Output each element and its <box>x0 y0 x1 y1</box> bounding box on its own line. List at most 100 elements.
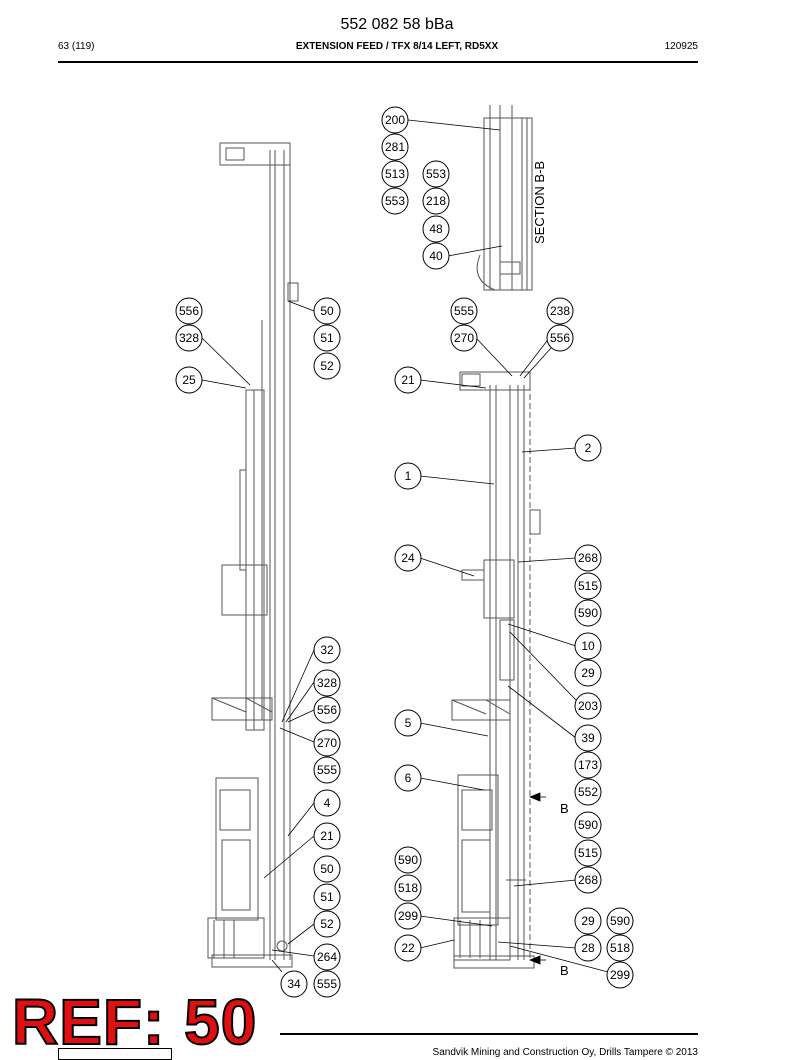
svg-text:1: 1 <box>405 469 412 483</box>
svg-text:5: 5 <box>405 716 412 730</box>
svg-text:555: 555 <box>317 977 337 991</box>
svg-text:553: 553 <box>385 194 405 208</box>
svg-text:518: 518 <box>610 941 630 955</box>
callout-6: 6 <box>394 764 422 792</box>
callout-556: 556 <box>175 297 203 325</box>
svg-text:270: 270 <box>317 736 337 750</box>
callout-299: 299 <box>394 902 422 930</box>
callout-281: 281 <box>381 133 409 161</box>
svg-text:32: 32 <box>320 643 334 657</box>
callout-268: 268 <box>574 544 602 572</box>
svg-text:51: 51 <box>320 890 334 904</box>
svg-text:553: 553 <box>426 167 446 181</box>
svg-text:299: 299 <box>398 909 418 923</box>
svg-text:268: 268 <box>578 551 598 565</box>
callout-270: 270 <box>450 324 478 352</box>
svg-text:29: 29 <box>581 914 595 928</box>
callout-555: 555 <box>450 297 478 325</box>
svg-text:555: 555 <box>317 763 337 777</box>
callout-590: 590 <box>606 907 634 935</box>
svg-text:518: 518 <box>398 881 418 895</box>
svg-text:590: 590 <box>578 606 598 620</box>
svg-text:270: 270 <box>454 331 474 345</box>
callout-22: 22 <box>394 934 422 962</box>
callout-552: 552 <box>574 778 602 806</box>
section-marker-upper: B <box>560 801 569 816</box>
svg-text:281: 281 <box>385 140 405 154</box>
callout-52: 52 <box>313 910 341 938</box>
svg-text:28: 28 <box>581 941 595 955</box>
callout-218: 218 <box>422 187 450 215</box>
svg-text:590: 590 <box>610 914 630 928</box>
callout-518: 518 <box>606 934 634 962</box>
callout-21: 21 <box>394 366 422 394</box>
page-number: 63 (119) <box>58 41 95 52</box>
callout-21: 21 <box>313 822 341 850</box>
svg-text:21: 21 <box>401 373 415 387</box>
callout-2: 2 <box>574 434 602 462</box>
svg-text:299: 299 <box>610 968 630 982</box>
callout-50: 50 <box>313 297 341 325</box>
callout-328: 328 <box>175 324 203 352</box>
svg-text:590: 590 <box>578 818 598 832</box>
callout-553: 553 <box>381 187 409 215</box>
svg-text:10: 10 <box>581 639 595 653</box>
callout-553: 553 <box>422 160 450 188</box>
callout-32: 32 <box>313 636 341 664</box>
callout-518: 518 <box>394 874 422 902</box>
svg-text:590: 590 <box>398 853 418 867</box>
footer-rule <box>280 1033 698 1035</box>
svg-text:34: 34 <box>287 977 301 991</box>
svg-text:39: 39 <box>581 731 595 745</box>
svg-text:552: 552 <box>578 785 598 799</box>
svg-text:40: 40 <box>429 249 443 263</box>
callout-515: 515 <box>574 572 602 600</box>
document-number: 552 082 58 bBa <box>340 16 454 33</box>
callout-590: 590 <box>574 599 602 627</box>
callout-556: 556 <box>313 696 341 724</box>
leader-lines <box>201 119 609 973</box>
callout-28: 28 <box>574 934 602 962</box>
callout-40: 40 <box>422 242 450 270</box>
callout-238: 238 <box>546 297 574 325</box>
svg-text:268: 268 <box>578 873 598 887</box>
callout-10: 10 <box>574 632 602 660</box>
svg-text:555: 555 <box>454 304 474 318</box>
svg-text:24: 24 <box>401 551 415 565</box>
callout-328: 328 <box>313 669 341 697</box>
callout-1: 1 <box>394 462 422 490</box>
callout-39: 39 <box>574 724 602 752</box>
header-rule <box>58 61 698 63</box>
svg-text:218: 218 <box>426 194 446 208</box>
svg-text:6: 6 <box>405 771 412 785</box>
svg-text:328: 328 <box>317 676 337 690</box>
callout-268: 268 <box>574 866 602 894</box>
revision-date: 120925 <box>664 41 698 52</box>
section-view <box>476 105 533 291</box>
svg-text:4: 4 <box>324 796 331 810</box>
callout-299: 299 <box>606 961 634 989</box>
callout-52: 52 <box>313 352 341 380</box>
svg-text:52: 52 <box>320 359 334 373</box>
svg-text:29: 29 <box>581 666 595 680</box>
callout-200: 200 <box>381 106 409 134</box>
svg-text:556: 556 <box>550 331 570 345</box>
svg-text:51: 51 <box>320 331 334 345</box>
callout-4: 4 <box>313 789 341 817</box>
svg-text:515: 515 <box>578 579 598 593</box>
svg-text:50: 50 <box>320 862 334 876</box>
svg-text:173: 173 <box>578 758 598 772</box>
svg-text:513: 513 <box>385 167 405 181</box>
callout-51: 51 <box>313 324 341 352</box>
callout-34: 34 <box>280 970 308 998</box>
svg-text:328: 328 <box>179 331 199 345</box>
callout-515: 515 <box>574 839 602 867</box>
svg-text:48: 48 <box>429 222 443 236</box>
svg-text:238: 238 <box>550 304 570 318</box>
svg-text:556: 556 <box>179 304 199 318</box>
svg-text:2: 2 <box>585 441 592 455</box>
section-marker-lower: B <box>560 963 569 978</box>
callout-5: 5 <box>394 709 422 737</box>
right-feed-view <box>451 371 541 969</box>
